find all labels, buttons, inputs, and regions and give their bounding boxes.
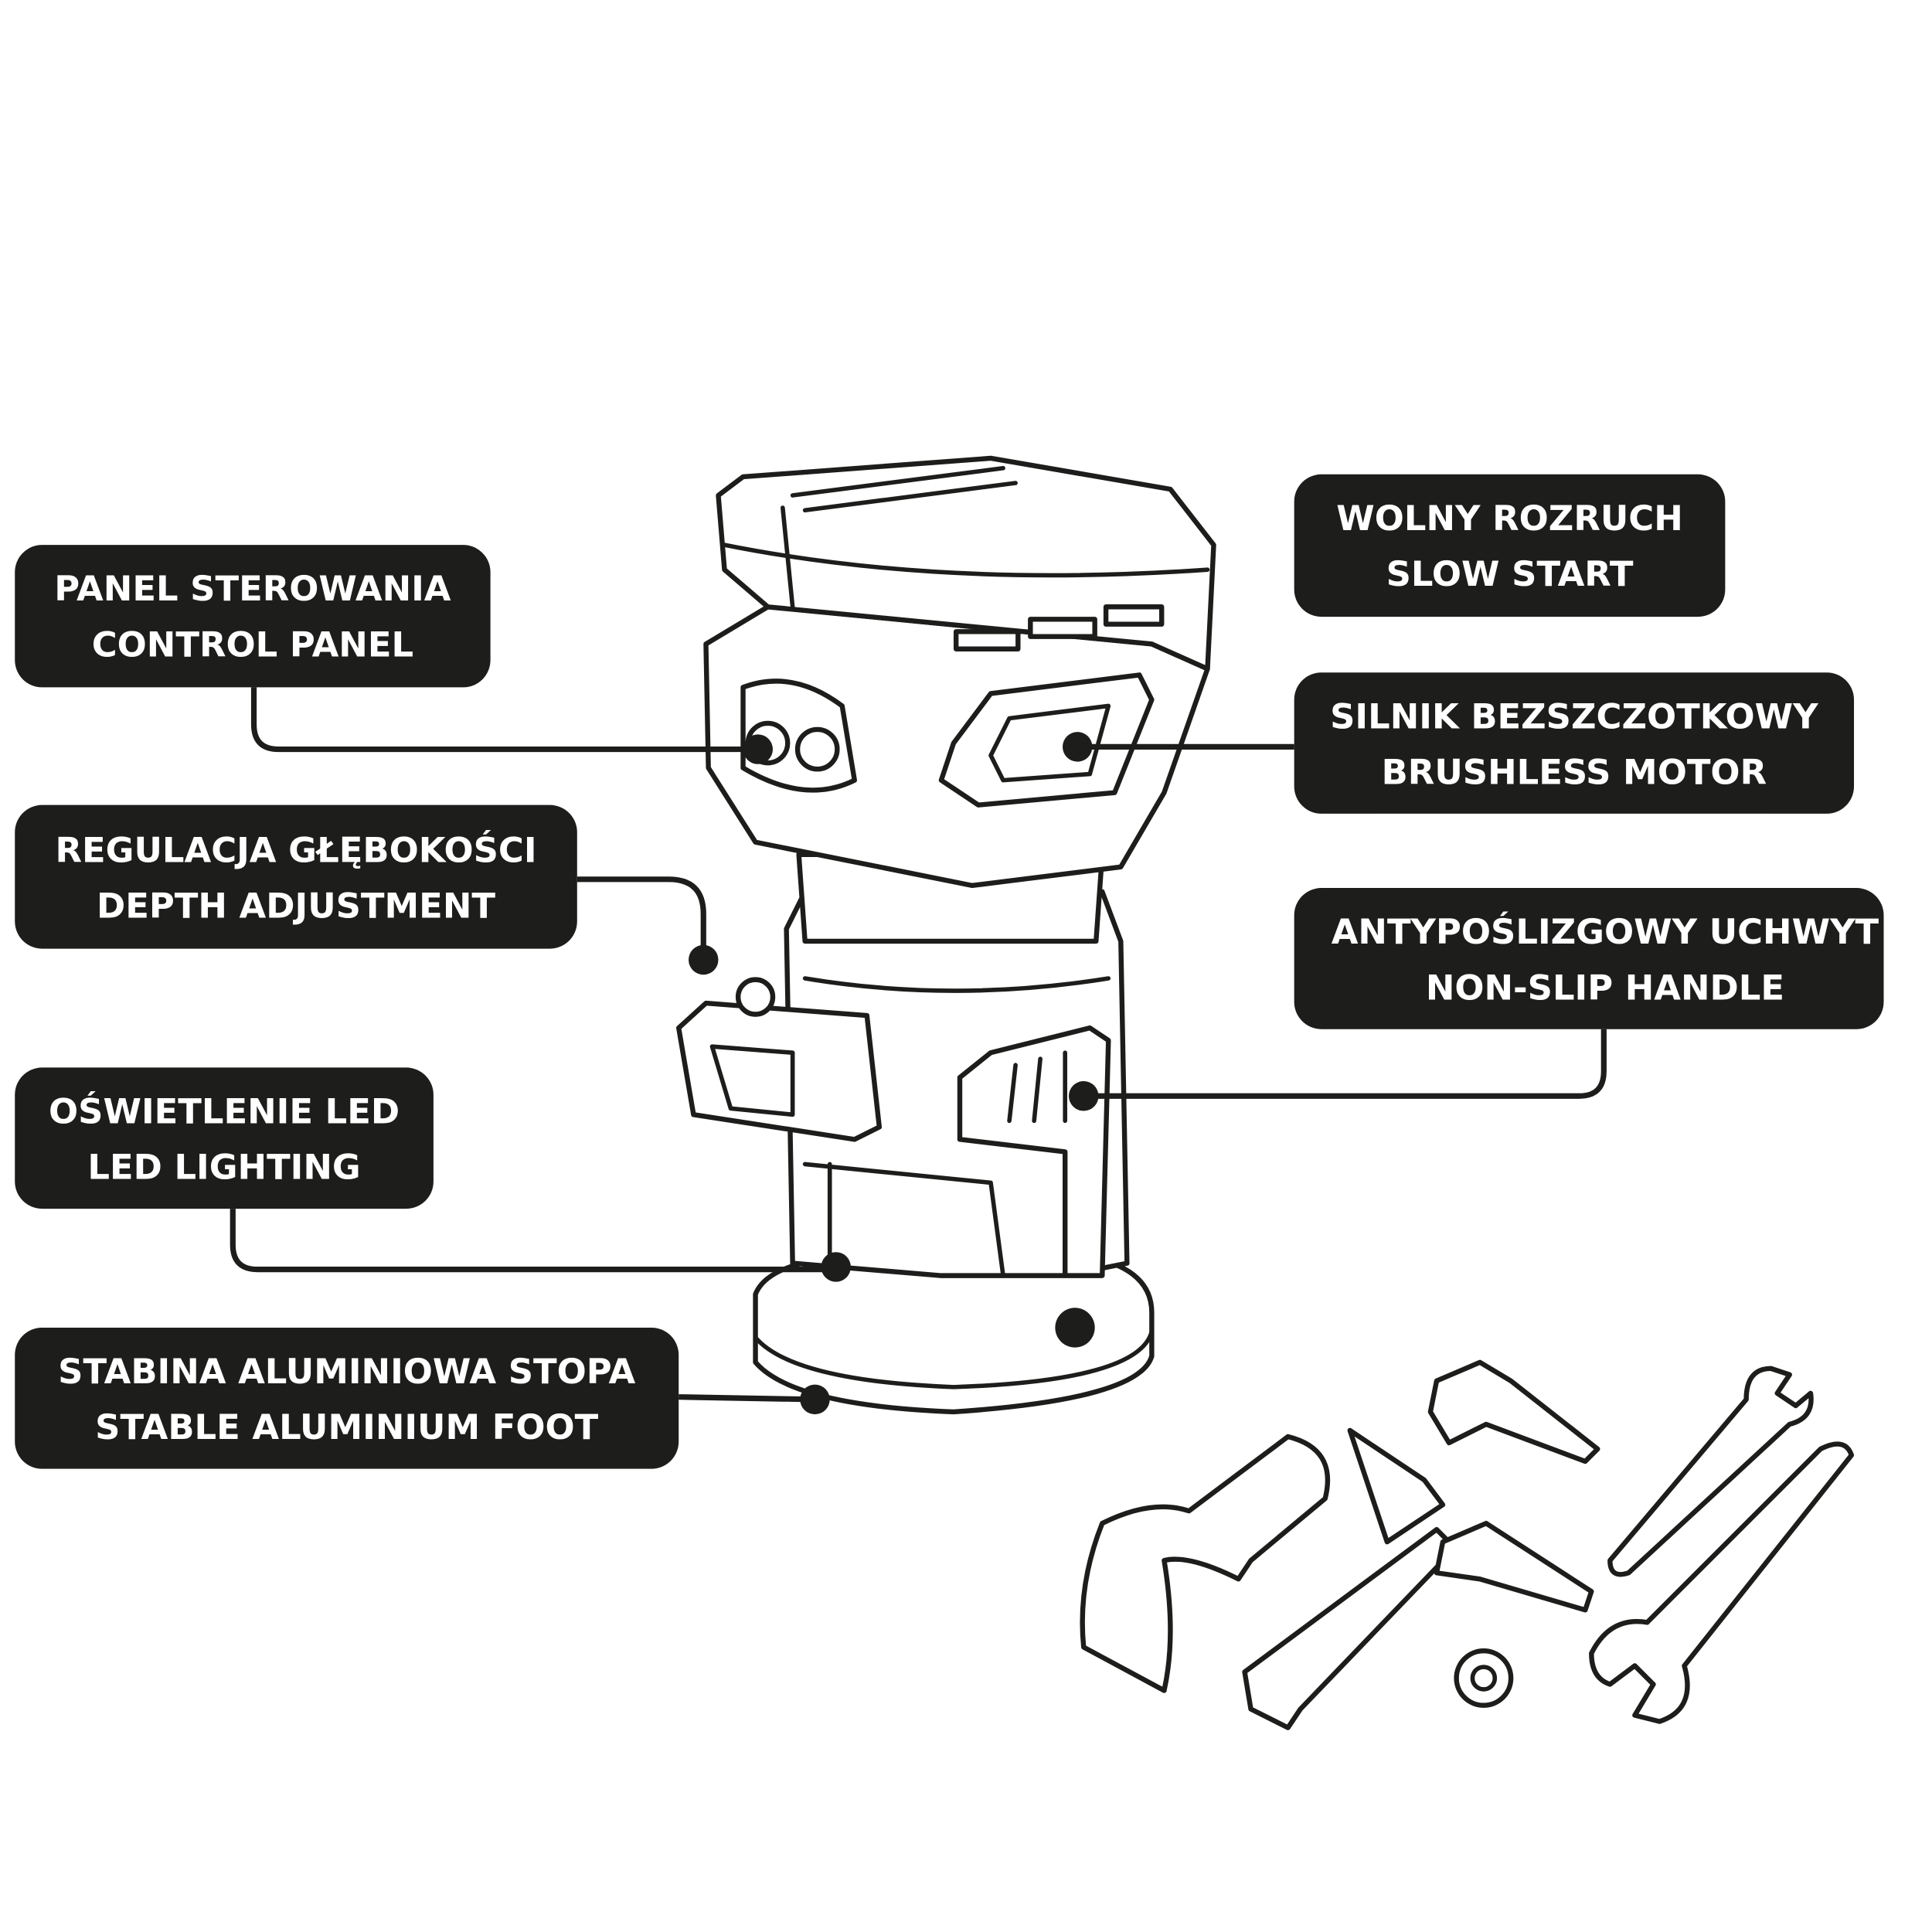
callout-pl-text: REGULACJA GŁĘBOKOŚCI [55,829,536,870]
callout-en-text: NON-SLIP HANDLE [1426,967,1784,1008]
callout-en-text: LED LIGHTING [87,1147,360,1188]
callout-en-text: DEPTH ADJUSTMENT [97,886,495,927]
led-lighting-marker [821,1252,851,1282]
callout-en-text: SLOW START [1386,553,1634,594]
accessories-illustration [1080,1359,1855,1730]
callout-en-text: CONTROL PANEL [92,624,413,665]
callout-en-text: BRUSHLESS MOTOR [1382,751,1767,792]
aluminium-foot-marker [800,1384,830,1415]
callout-control-panel: PANEL STEROWANIA CONTROL PANEL [15,545,491,688]
brushless-motor-marker [1063,732,1093,762]
callout-en-text: STABLE ALUMINIUM FOOT [95,1406,598,1447]
depth-adjustment-marker [689,944,719,975]
callout-aluminium-foot: STABINA ALUMINIOWA STOPA STABLE ALUMINIU… [15,1327,679,1469]
callout-pl-text: SILNIK BEZSZCZOTKOWY [1330,696,1818,736]
router-illustration [676,455,1216,1415]
callout-slow-start: WOLNY ROZRUCH SLOW START [1294,474,1726,617]
callout-led-lighting: OŚWIETLENIE LED LED LIGHTING [15,1067,434,1209]
callout-pl-text: OŚWIETLENIE LED [49,1091,400,1132]
callout-brushless-motor: SILNIK BEZSZCZOTKOWY BRUSHLESS MOTOR [1294,672,1855,814]
callout-pl-text: STABINA ALUMINIOWA STOPA [58,1351,635,1392]
callout-non-slip-handle: ANTYPOŚLIZGOWY UCHWYT NON-SLIP HANDLE [1294,888,1884,1029]
callout-pl-text: PANEL STEROWANIA [54,568,451,609]
leader-lines [230,687,1607,1415]
callout-depth-adjustment: REGULACJA GŁĘBOKOŚCI DEPTH ADJUSTMENT [15,804,577,949]
non-slip-handle-marker [1069,1081,1099,1111]
callout-pl-text: ANTYPOŚLIZGOWY UCHWYT [1332,911,1879,952]
control-panel-marker [743,734,773,764]
callout-pl-text: WOLNY ROZRUCH [1336,498,1682,539]
